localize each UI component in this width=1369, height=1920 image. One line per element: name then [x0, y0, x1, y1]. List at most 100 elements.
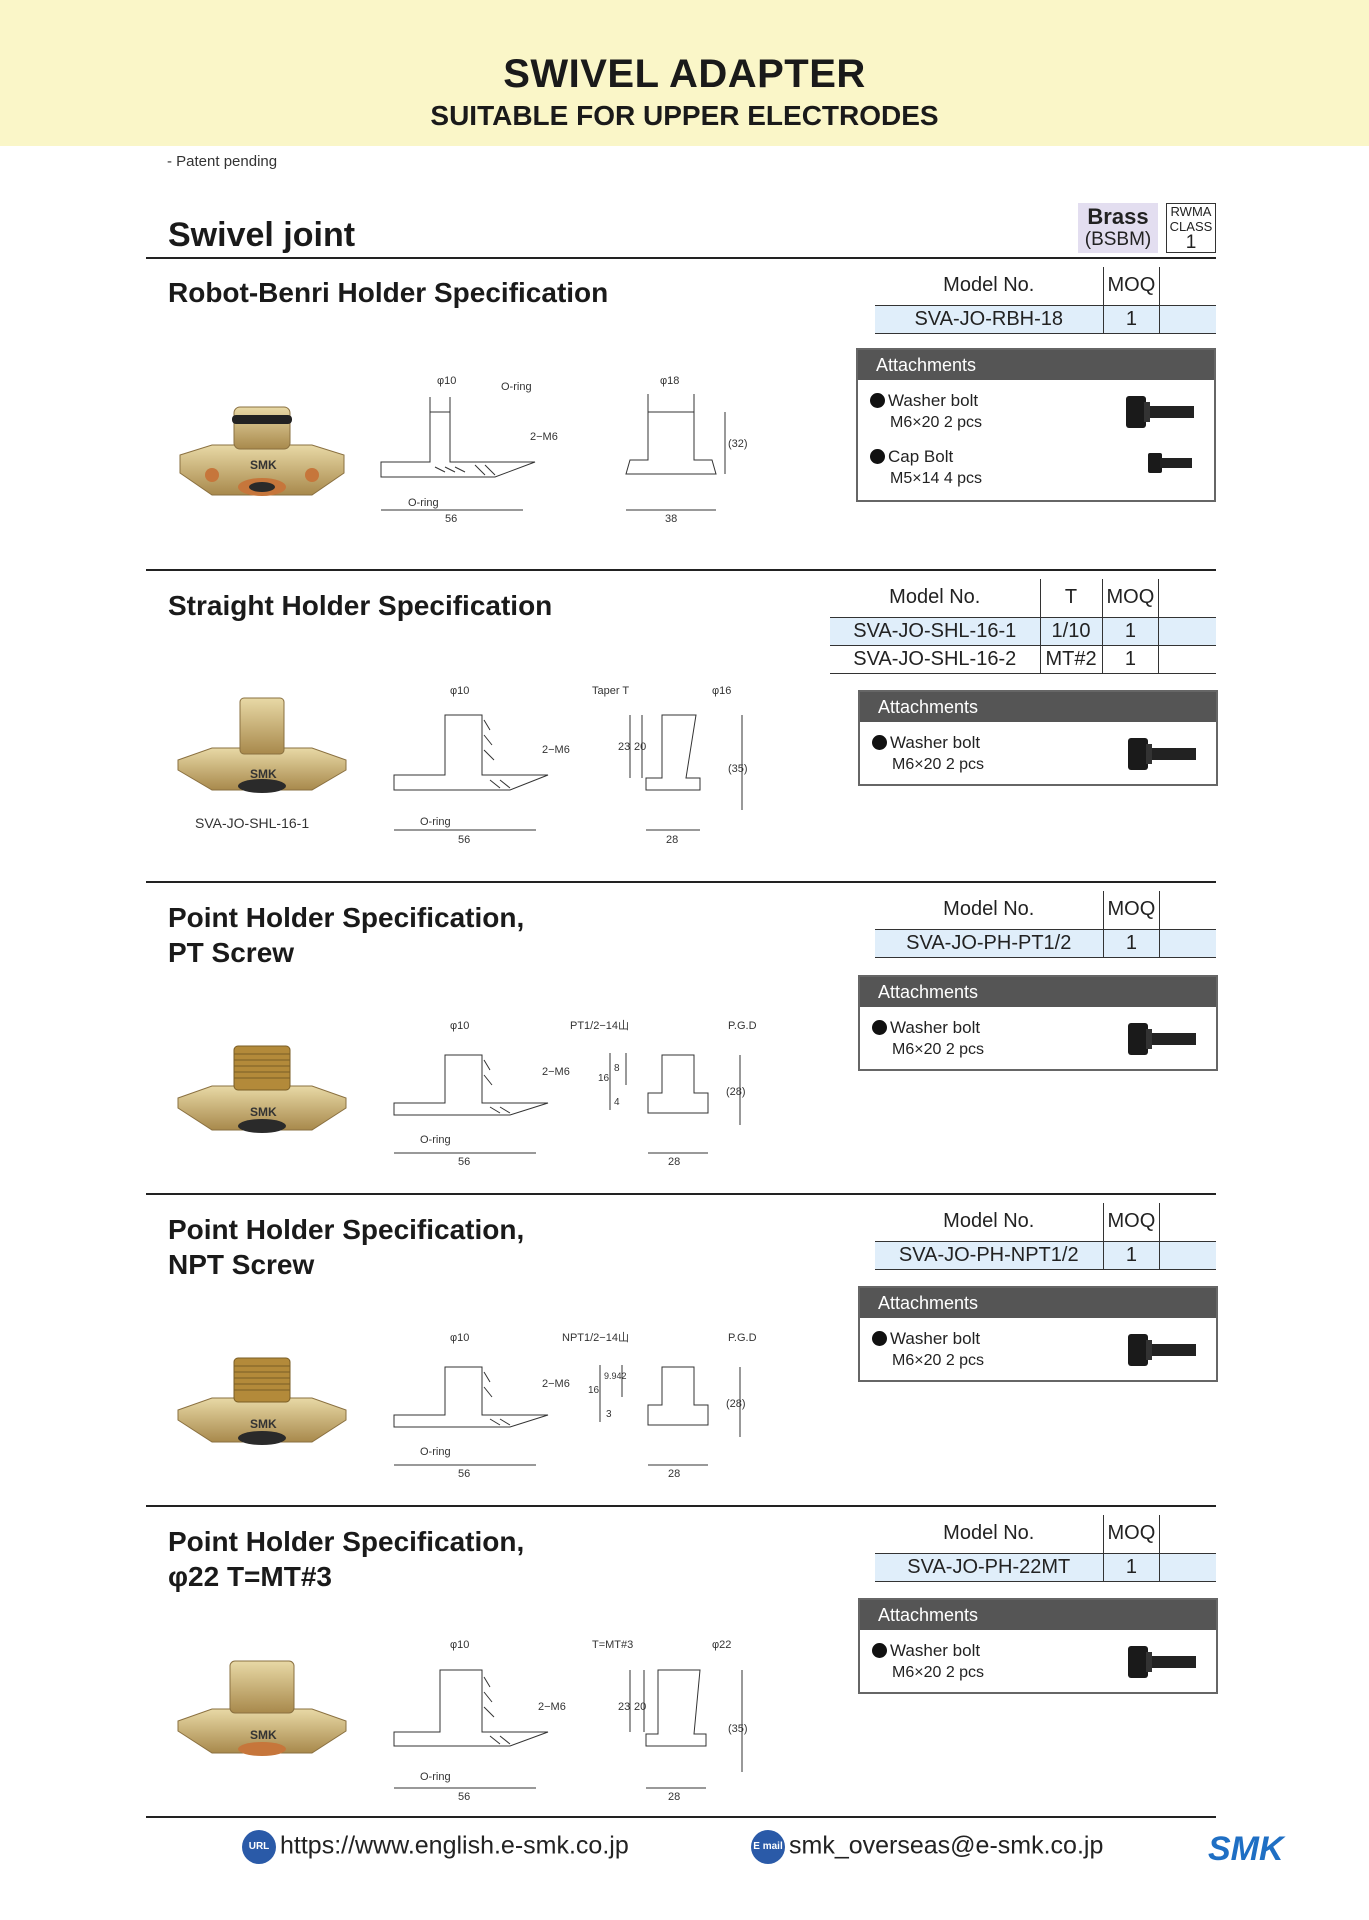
- washer-bolt-icon: [1128, 1334, 1196, 1366]
- model-table-robot-benri: Model No. MOQ SVA-JO-RBH-18 1: [875, 267, 1216, 334]
- dim-label: 56: [458, 1791, 470, 1803]
- dim-label: 56: [458, 1156, 470, 1168]
- table-row: SVA-JO-PH-NPT1/2 1: [875, 1240, 1216, 1270]
- spec-title-npt-line2: NPT Screw: [168, 1249, 315, 1280]
- rwma-class-value: 1: [1185, 232, 1197, 253]
- moq-header: MOQ: [1101, 579, 1159, 617]
- dim-label: 16: [588, 1385, 600, 1396]
- dim-label: O-ring: [408, 497, 439, 509]
- dim-label: 16: [598, 1073, 610, 1084]
- photo-logo-text: SMK: [250, 1417, 277, 1431]
- attachment-name: Cap Bolt: [888, 447, 954, 466]
- spec-title-straight: Straight Holder Specification: [168, 590, 553, 621]
- model-cell: SVA-JO-RBH-18: [875, 304, 1103, 334]
- rwma-label: RWMA: [1170, 204, 1212, 219]
- dim-label: 56: [458, 1468, 470, 1480]
- attachment-spec: M6×20 2 pcs: [892, 1352, 985, 1369]
- attachment-name: Washer bolt: [888, 391, 979, 410]
- page-title: SWIVEL ADAPTER: [503, 52, 866, 96]
- email-icon: E mail: [751, 1830, 785, 1864]
- dim-label: 2−M6: [542, 1066, 570, 1078]
- table-row: SVA-JO-SHL-16-2 MT#2 1: [830, 644, 1216, 674]
- dim-label: P.G.D: [728, 1020, 757, 1032]
- website-url[interactable]: https://www.english.e-smk.co.jp: [280, 1831, 629, 1860]
- dim-label: 2−M6: [542, 1378, 570, 1390]
- spec-title-pt-line2: PT Screw: [168, 937, 295, 968]
- dim-label: 3: [606, 1409, 612, 1420]
- attachment-name: Washer bolt: [890, 1018, 981, 1037]
- model-header: Model No.: [889, 586, 981, 609]
- dim-label: 20: [634, 1701, 646, 1713]
- product-photo: SMK: [179, 406, 345, 496]
- dim-label: 20: [634, 741, 646, 753]
- dim-label: φ16: [712, 685, 731, 697]
- attachment-spec: M5×14 4 pcs: [890, 470, 983, 487]
- dim-label: 8: [614, 1063, 620, 1074]
- attachment-item: Washer bolt M6×20 2 pcs: [860, 1318, 1216, 1372]
- section-divider: [146, 881, 1216, 883]
- product-photo: SMK: [177, 1045, 347, 1133]
- dim-label: 56: [458, 834, 470, 846]
- side-view-drawing: T=MT#3 φ22 23 20 (35) 28: [592, 1639, 748, 1803]
- page-subtitle: SUITABLE FOR UPPER ELECTRODES: [430, 100, 939, 131]
- material-badge: Brass (BSBM): [1078, 203, 1158, 253]
- model-table-pt: Model No. MOQ SVA-JO-PH-PT1/2 1: [875, 891, 1216, 958]
- photo-caption: SVA-JO-SHL-16-1: [195, 815, 310, 831]
- dim-label: φ10: [450, 1020, 469, 1032]
- dim-label: O-ring: [420, 1446, 451, 1458]
- product-photo: SMK: [177, 1660, 347, 1756]
- cross-section-drawing: φ10 2−M6 O-ring 56: [393, 1332, 570, 1480]
- email-address[interactable]: smk_overseas@e-smk.co.jp: [789, 1831, 1104, 1860]
- dim-label: (28): [726, 1086, 746, 1098]
- attachment-item: Washer bolt M6×20 2 pcs: [858, 380, 1214, 434]
- t-cell: MT#2: [1039, 644, 1102, 674]
- side-view-drawing: PT1/2−14山 P.G.D 16 8 4 (28) 28: [570, 1019, 757, 1168]
- moq-header: MOQ: [1102, 267, 1160, 305]
- dim-label: 23: [618, 741, 630, 753]
- dim-label: φ10: [437, 375, 456, 387]
- moq-cell: 1: [1102, 304, 1160, 334]
- attachment-item: Washer bolt M6×20 2 pcs: [860, 1007, 1216, 1061]
- attachment-item: Washer bolt M6×20 2 pcs: [860, 722, 1216, 776]
- model-cell: SVA-JO-SHL-16-1: [830, 616, 1040, 645]
- attachments-header: Attachments: [860, 692, 1216, 722]
- attachments-box: Attachments Washer bolt M6×20 2 pcs Cap …: [856, 348, 1216, 502]
- model-cell: SVA-JO-PH-22MT: [875, 1552, 1103, 1582]
- model-table-22mt: Model No. MOQ SVA-JO-PH-22MT 1: [875, 1515, 1216, 1582]
- material-name: Brass: [1087, 204, 1149, 229]
- side-view-drawing: φ18 (32) 38: [625, 375, 748, 525]
- model-table-straight: Model No. T MOQ SVA-JO-SHL-16-1 1/10 1 S…: [830, 579, 1216, 674]
- cap-bolt-icon: [1148, 453, 1192, 473]
- moq-cell: 1: [1102, 928, 1160, 958]
- attachments-box: Attachments Washer bolt M6×20 2 pcs: [858, 975, 1218, 1071]
- bullet-icon: [872, 1331, 887, 1346]
- moq-header: MOQ: [1102, 1515, 1160, 1553]
- rwma-badge: RWMA CLASS 1: [1166, 203, 1216, 253]
- moq-cell: 1: [1101, 644, 1159, 674]
- attachment-spec: M6×20 2 pcs: [892, 756, 985, 773]
- photo-logo-text: SMK: [250, 458, 277, 472]
- moq-cell: 1: [1102, 1240, 1160, 1270]
- side-view-drawing: Taper T φ16 23 20 (35) 28: [592, 685, 748, 846]
- spec-title-robot-benri: Robot-Benri Holder Specification: [168, 277, 609, 308]
- model-header: Model No.: [943, 898, 1035, 921]
- side-view-drawing: NPT1/2−14山 P.G.D 16 9.942 3 (28) 28: [562, 1331, 757, 1480]
- washer-bolt-icon: [1128, 1023, 1196, 1055]
- spec-title-22mt-line1: Point Holder Specification,: [168, 1526, 525, 1557]
- cross-section-drawing: φ10 2−M6 O-ring 56: [393, 1639, 566, 1803]
- product-photo: SMK: [177, 1357, 347, 1445]
- attachments-header: Attachments: [858, 350, 1214, 380]
- rwma-class-label: CLASS: [1169, 219, 1213, 234]
- attachment-name: Washer bolt: [890, 1641, 981, 1660]
- attachments-box: Attachments Washer bolt M6×20 2 pcs: [858, 1598, 1218, 1694]
- dim-label: O-ring: [420, 1771, 451, 1783]
- attachments-box: Attachments Washer bolt M6×20 2 pcs: [858, 690, 1218, 786]
- dim-label: 23: [618, 1701, 630, 1713]
- smk-logo: SMK: [1208, 1830, 1286, 1868]
- attachment-item: Cap Bolt M5×14 4 pcs: [858, 434, 1214, 490]
- t-cell: 1/10: [1039, 616, 1102, 645]
- dim-label: 56: [445, 513, 457, 525]
- dim-label: (32): [728, 438, 748, 450]
